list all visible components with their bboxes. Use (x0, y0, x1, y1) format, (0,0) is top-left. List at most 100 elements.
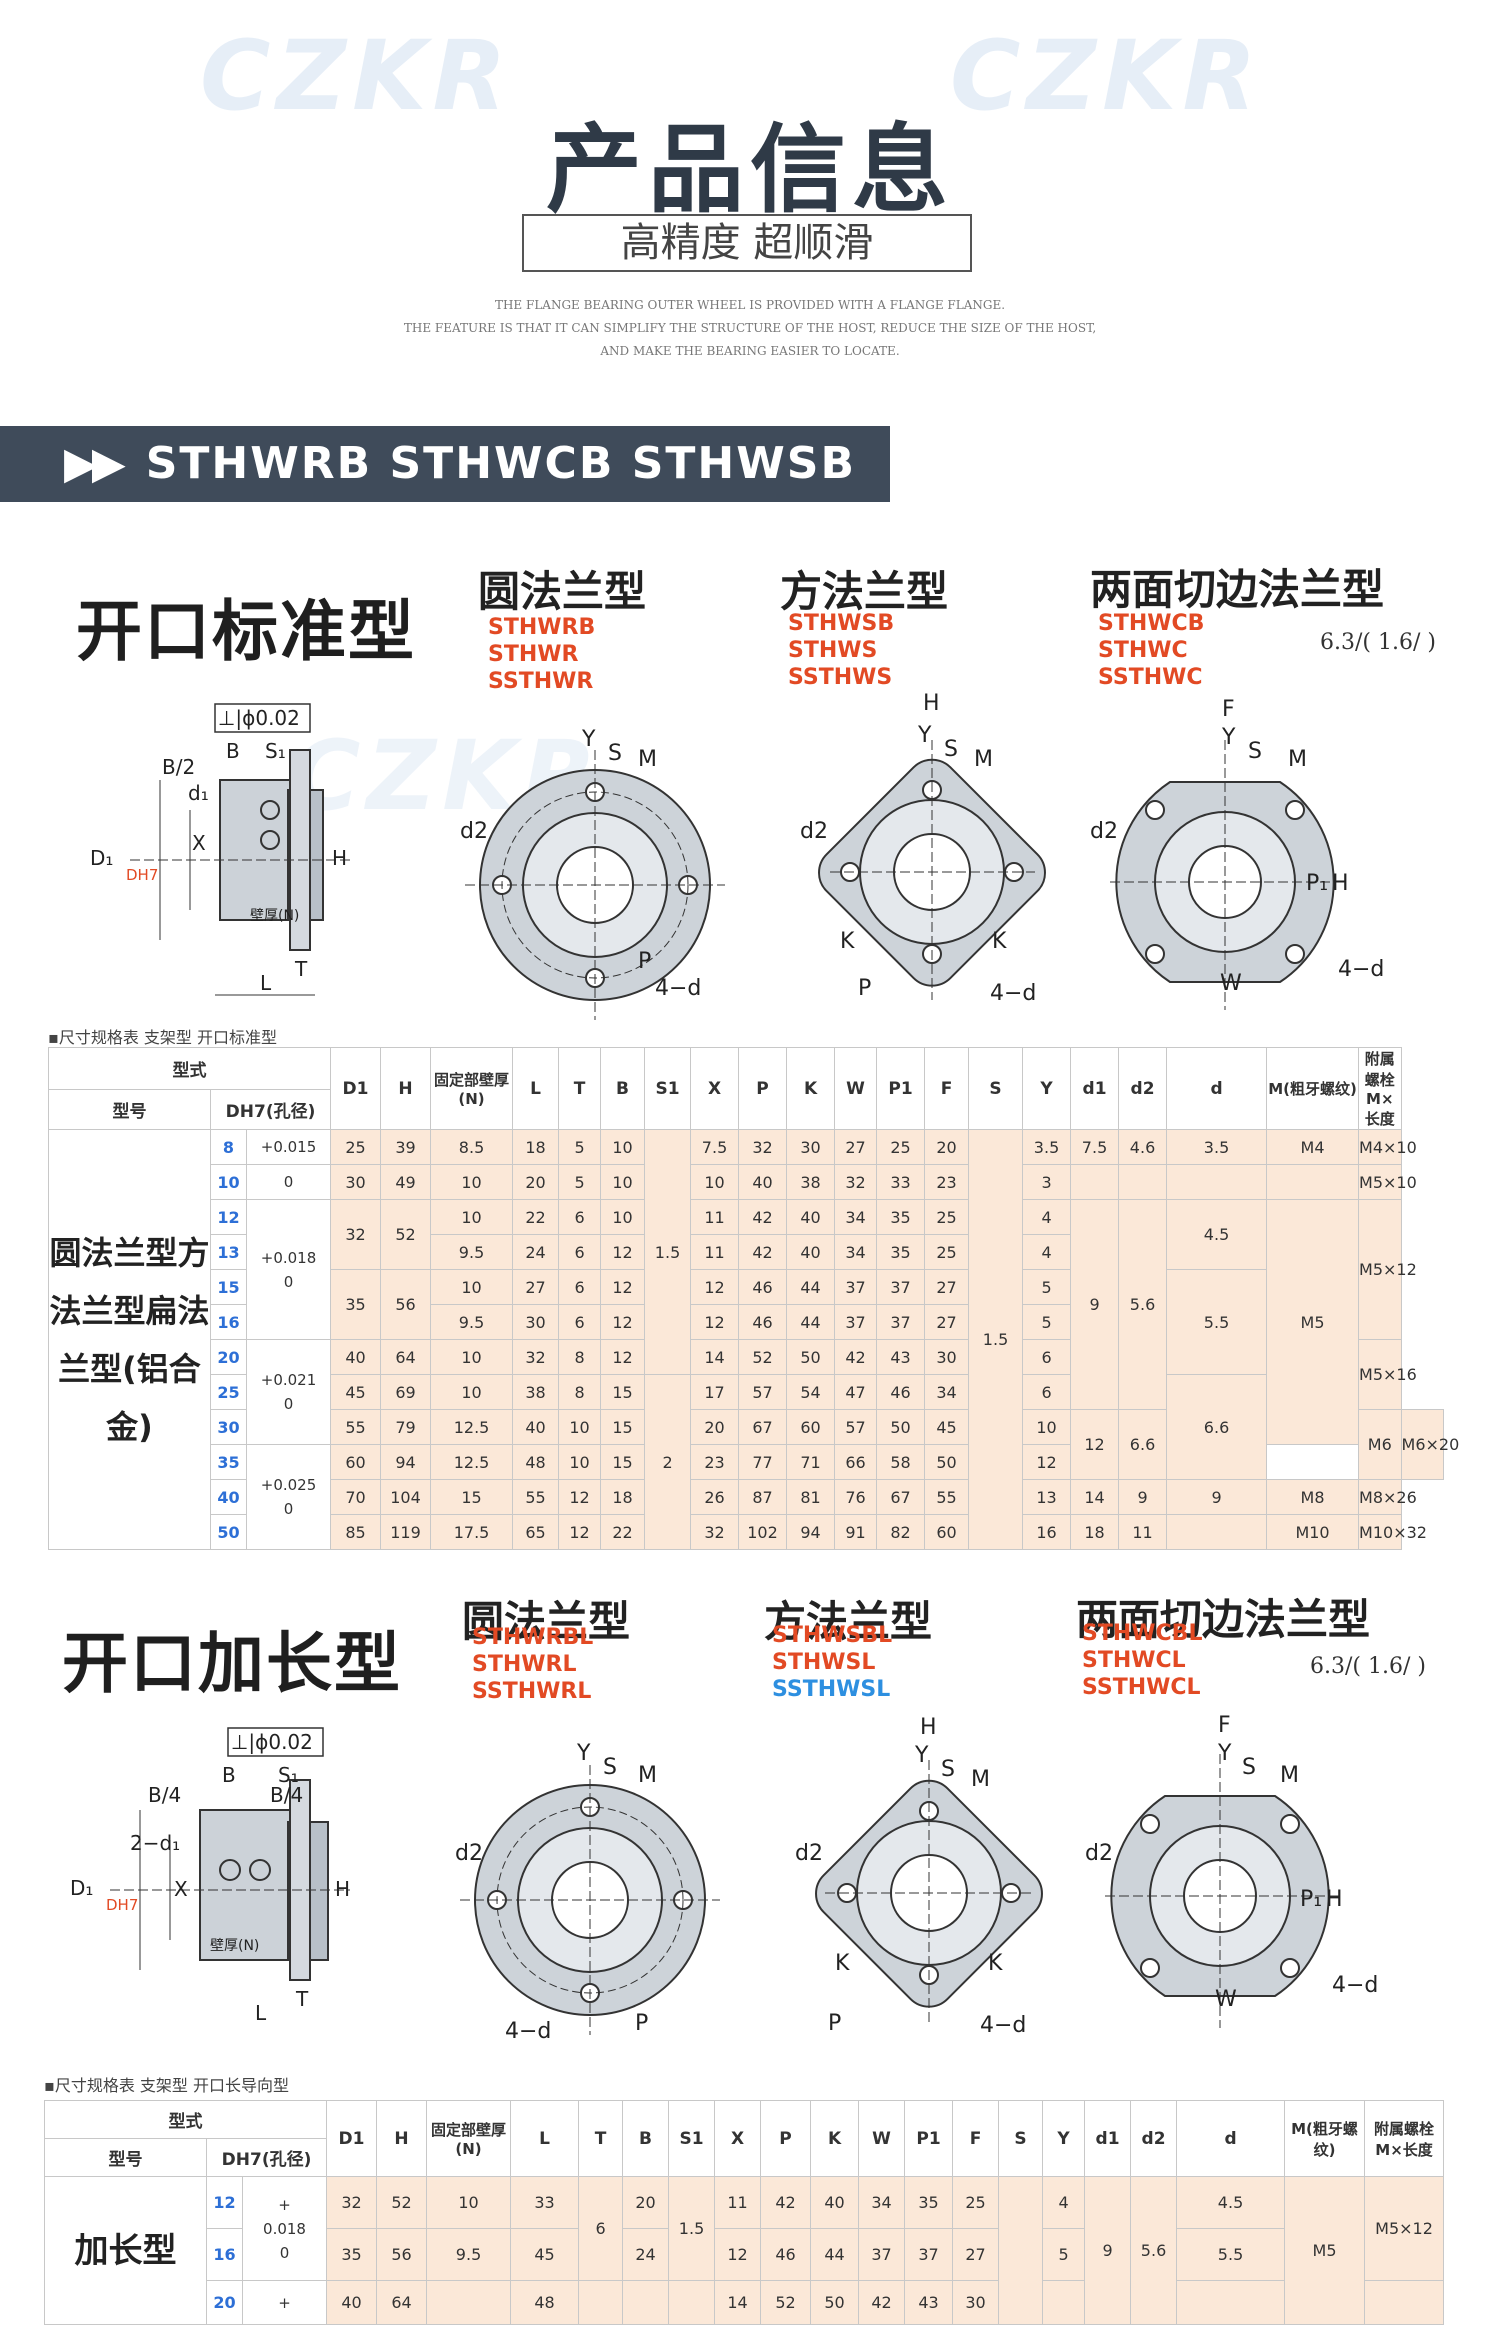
label-h: H (332, 846, 347, 870)
label-p: P (858, 976, 871, 1001)
cell: 18 (1070, 1514, 1120, 1550)
cell: 30 (924, 1339, 970, 1375)
table-row: 50 85 119 17.5 65 12 22 32 102 94 91 82 … (49, 1514, 1444, 1550)
cell: 57 (738, 1374, 788, 1410)
table-header: F (952, 2100, 1000, 2177)
cell: 5 (1022, 1269, 1072, 1305)
cell: 3 (1022, 1164, 1072, 1200)
cell: 45 (510, 2228, 580, 2281)
cell: 16 (1022, 1514, 1072, 1550)
cell: 10 (600, 1199, 646, 1235)
table-row: 20 + 40 64 48 14 52 50 42 43 30 (45, 2280, 1444, 2325)
section2-round-title: 圆法兰型 (462, 1597, 631, 1646)
label-s: S (1242, 1755, 1256, 1780)
table-header: B (600, 1047, 646, 1130)
label-h: H (1326, 1887, 1343, 1912)
label-wall: 壁厚(N) (250, 908, 299, 924)
cell: 8 (558, 1374, 602, 1410)
section1-round-title: 圆法兰型 (478, 567, 647, 616)
table-header: L (510, 2100, 580, 2177)
cell: 42 (858, 2280, 906, 2325)
cell: 9 (1118, 1479, 1168, 1515)
table-header: X (714, 2100, 762, 2177)
label-t: T (295, 1987, 309, 2011)
cell (578, 2280, 624, 2325)
cell: 24 (512, 1234, 560, 1270)
cell (426, 2280, 512, 2325)
model-code: STHWR (488, 642, 579, 667)
tolerance-cell: +0.015 (245, 1129, 332, 1165)
section1-cut-models: STHWCB STHWC SSTHWC (1098, 610, 1204, 691)
cell: 48 (512, 1444, 560, 1480)
label-l: L (260, 971, 272, 995)
label-d2: d2 (455, 1841, 483, 1866)
label-k: K (988, 1951, 1003, 1976)
cell: 42 (738, 1234, 788, 1270)
cell (1166, 1514, 1268, 1550)
label-b: B (226, 739, 240, 763)
label-y: Y (1217, 1741, 1232, 1766)
row-group-label: 圆法兰型方法兰型扁法兰型(铝合金) (48, 1129, 211, 1550)
label-p1: P₁ (1300, 1887, 1322, 1912)
cell: 20 (924, 1129, 970, 1165)
cell: 5 (1042, 2228, 1086, 2281)
cell: 64 (380, 1339, 432, 1375)
label-d1: d₁ (188, 781, 209, 805)
cell: 10 (426, 2176, 512, 2229)
cell: 40 (326, 2280, 378, 2325)
cell: 45 (330, 1374, 382, 1410)
label-h: H (335, 1877, 350, 1901)
cell: 40 (786, 1199, 836, 1235)
cell: 77 (738, 1444, 788, 1480)
cell: 10 (430, 1164, 514, 1200)
cell (998, 2176, 1044, 2325)
label-t: T (294, 957, 308, 981)
model-code: STHWSBL (772, 1623, 893, 1648)
cell: 8.5 (430, 1129, 514, 1165)
cell: 37 (834, 1269, 878, 1305)
label-4d: 4−d (505, 2019, 551, 2044)
cell: 5 (1022, 1304, 1072, 1340)
model-code: SSTHWRL (472, 1679, 592, 1704)
cell: M8×26 (1358, 1479, 1417, 1515)
cell: 12 (558, 1479, 602, 1515)
cell: 9.5 (430, 1304, 514, 1340)
cell: 12.5 (430, 1444, 514, 1480)
label-d2: d2 (800, 819, 828, 844)
cell: 40 (330, 1339, 382, 1375)
cell: 44 (786, 1269, 836, 1305)
cell: 25 (952, 2176, 1000, 2229)
model-code: STHWRB (488, 615, 596, 640)
table-row: 25 45 69 10 38 8 15 2 17 57 54 47 46 34 … (49, 1374, 1444, 1550)
size-cell: 16 (210, 1304, 247, 1340)
cell: 47 (834, 1374, 878, 1410)
cell: 35 (904, 2176, 954, 2229)
cell: 50 (810, 2280, 860, 2325)
cell: M10×32 (1358, 1514, 1427, 1550)
cell: 30 (330, 1164, 382, 1200)
cell: 50 (786, 1339, 836, 1375)
table-header: d2 (1118, 1047, 1168, 1130)
cell: 67 (738, 1409, 788, 1445)
cell: 58 (876, 1444, 926, 1480)
cell: 2 (644, 1374, 692, 1550)
label-x: X (192, 831, 206, 855)
cell: 9.5 (430, 1234, 514, 1270)
table-header: X (690, 1047, 740, 1130)
cell: 27 (834, 1129, 878, 1165)
cell: 4 (1022, 1199, 1072, 1235)
label-d1-dia: D₁ (90, 846, 113, 870)
table-header: P1 (876, 1047, 926, 1130)
cell: 14 (690, 1339, 740, 1375)
cell: 49 (380, 1164, 432, 1200)
cell: 10 (600, 1164, 646, 1200)
row-group-label: 加长型 (44, 2176, 207, 2325)
cell: 27 (924, 1304, 970, 1340)
label-m: M (971, 1767, 990, 1792)
cell (1266, 1164, 1360, 1200)
cell: M4×10 (1358, 1129, 1417, 1165)
tolerance-cell: + (241, 2280, 328, 2325)
